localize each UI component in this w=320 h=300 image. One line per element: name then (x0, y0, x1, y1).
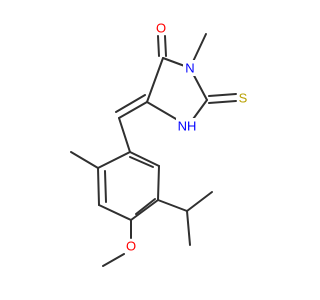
bond-ar3-ar4 (98, 204, 132, 221)
molecule-structure-diagram: O N S NH O (70, 21, 248, 267)
bond-vinyl-aryl (118, 117, 131, 153)
bond-ar-inner-2 (135, 198, 156, 215)
bond-ar4-ar5 (130, 199, 159, 221)
bond-ch-methyl-1 (186, 191, 213, 212)
bond-c4-o-carbonyl-a (157, 35, 160, 57)
bond-ar2-ar3 (97, 167, 100, 206)
bond-ch-methyl-2 (186, 210, 191, 246)
bond-ar2-methyl (70, 151, 99, 169)
bond-ar5-ar6 (157, 165, 160, 201)
bond-c2-s-b (208, 100, 237, 104)
methyl-nitrogen-label: N (185, 61, 194, 76)
bond-c5-vinyl-a (118, 101, 148, 119)
bond-ar5-ch (157, 199, 188, 212)
atom-labels: O N S NH O (126, 21, 248, 254)
bond-ar-inner-1 (104, 170, 107, 203)
nh-nitrogen-label: NH (178, 119, 197, 134)
bond-c4-o-carbonyl-b (164, 35, 167, 57)
carbonyl-oxygen-label: O (156, 21, 166, 36)
bond-c2-s-a (208, 93, 237, 97)
bond-ar-inner-3 (129, 156, 154, 168)
bond-ar6-ar1 (129, 151, 160, 167)
bond-c5-vinyl-b (115, 94, 146, 113)
bond-c5-c4 (146, 57, 164, 103)
bond-o-methyl (102, 253, 125, 267)
methoxy-oxygen-label: O (126, 239, 136, 254)
thione-sulfur-label: S (239, 91, 248, 106)
bonds (70, 33, 237, 267)
bond-ar1-ar2 (97, 151, 131, 169)
